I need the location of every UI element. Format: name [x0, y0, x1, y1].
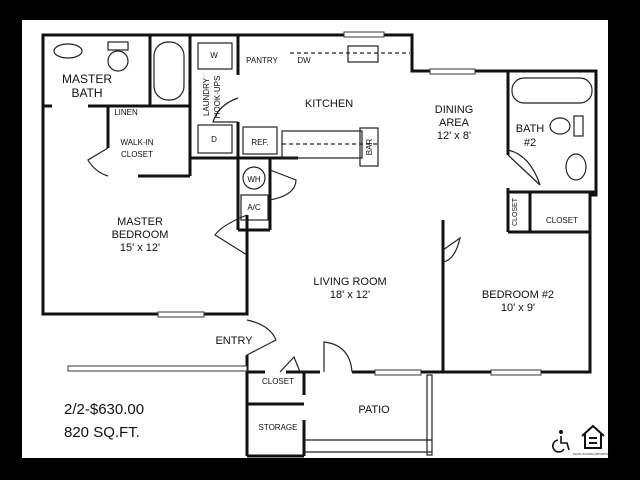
label-laundry-2: HOOK-UPS	[213, 76, 222, 119]
label-bedroom2: BEDROOM #2	[482, 289, 554, 301]
label-laundry-1: LAUNDRY	[202, 77, 211, 116]
label-closet-vertical: CLOSET	[512, 197, 519, 226]
label-bar: BAR	[365, 139, 374, 156]
label-master-bedroom-1: MASTER	[117, 216, 163, 228]
label-storage: STORAGE	[259, 423, 298, 432]
fixtures	[53, 41, 593, 456]
label-walk-in-closet-1: WALK-IN	[120, 138, 153, 147]
label-master-bath-2: BATH	[71, 86, 102, 100]
label-entry: ENTRY	[215, 335, 253, 347]
label-dishwasher: DW	[297, 56, 311, 65]
label-bath2-2: #2	[524, 137, 536, 149]
label-master-bedroom-size: 15' x 12'	[120, 242, 160, 254]
equal-housing-text: EQUAL HOUSING OPPORTUNITY	[573, 453, 613, 456]
label-patio: PATIO	[358, 404, 390, 416]
label-refrigerator: REF.	[251, 138, 268, 147]
label-kitchen: KITCHEN	[305, 98, 353, 110]
label-dining-2: AREA	[439, 117, 470, 129]
label-linen: LINEN	[114, 108, 138, 117]
label-dining-size: 12' x 8'	[437, 130, 471, 142]
label-ac: A/C	[247, 203, 261, 212]
square-footage-text: 820 SQ.FT.	[64, 424, 140, 441]
label-dining-1: DINING	[435, 104, 474, 116]
label-pantry: PANTRY	[246, 56, 278, 65]
label-walk-in-closet-2: CLOSET	[121, 150, 153, 159]
room-labels: MASTER BATH LINEN WALK-IN CLOSET W D LAU…	[62, 51, 578, 432]
price-text: 2/2-$630.00	[64, 401, 145, 418]
equal-housing-logo: EQUAL HOUSING OPPORTUNITY	[573, 424, 613, 456]
windows	[67, 31, 542, 376]
accessibility-logo	[552, 430, 570, 453]
label-entry-closet: CLOSET	[262, 377, 294, 386]
label-dryer: D	[211, 135, 217, 144]
label-closet-bedroom2: CLOSET	[546, 216, 578, 225]
label-master-bath-1: MASTER	[62, 72, 112, 86]
plan-background	[22, 20, 608, 458]
label-living-room: LIVING ROOM	[313, 276, 386, 288]
label-master-bedroom-2: BEDROOM	[112, 229, 169, 241]
label-bedroom2-size: 10' x 9'	[501, 302, 535, 314]
walls	[41, 33, 598, 458]
label-washer: W	[210, 51, 218, 60]
doors	[87, 97, 541, 373]
label-bath2-1: BATH	[516, 123, 545, 135]
label-water-heater: WH	[247, 175, 261, 184]
label-living-room-size: 18' x 12'	[330, 289, 370, 301]
